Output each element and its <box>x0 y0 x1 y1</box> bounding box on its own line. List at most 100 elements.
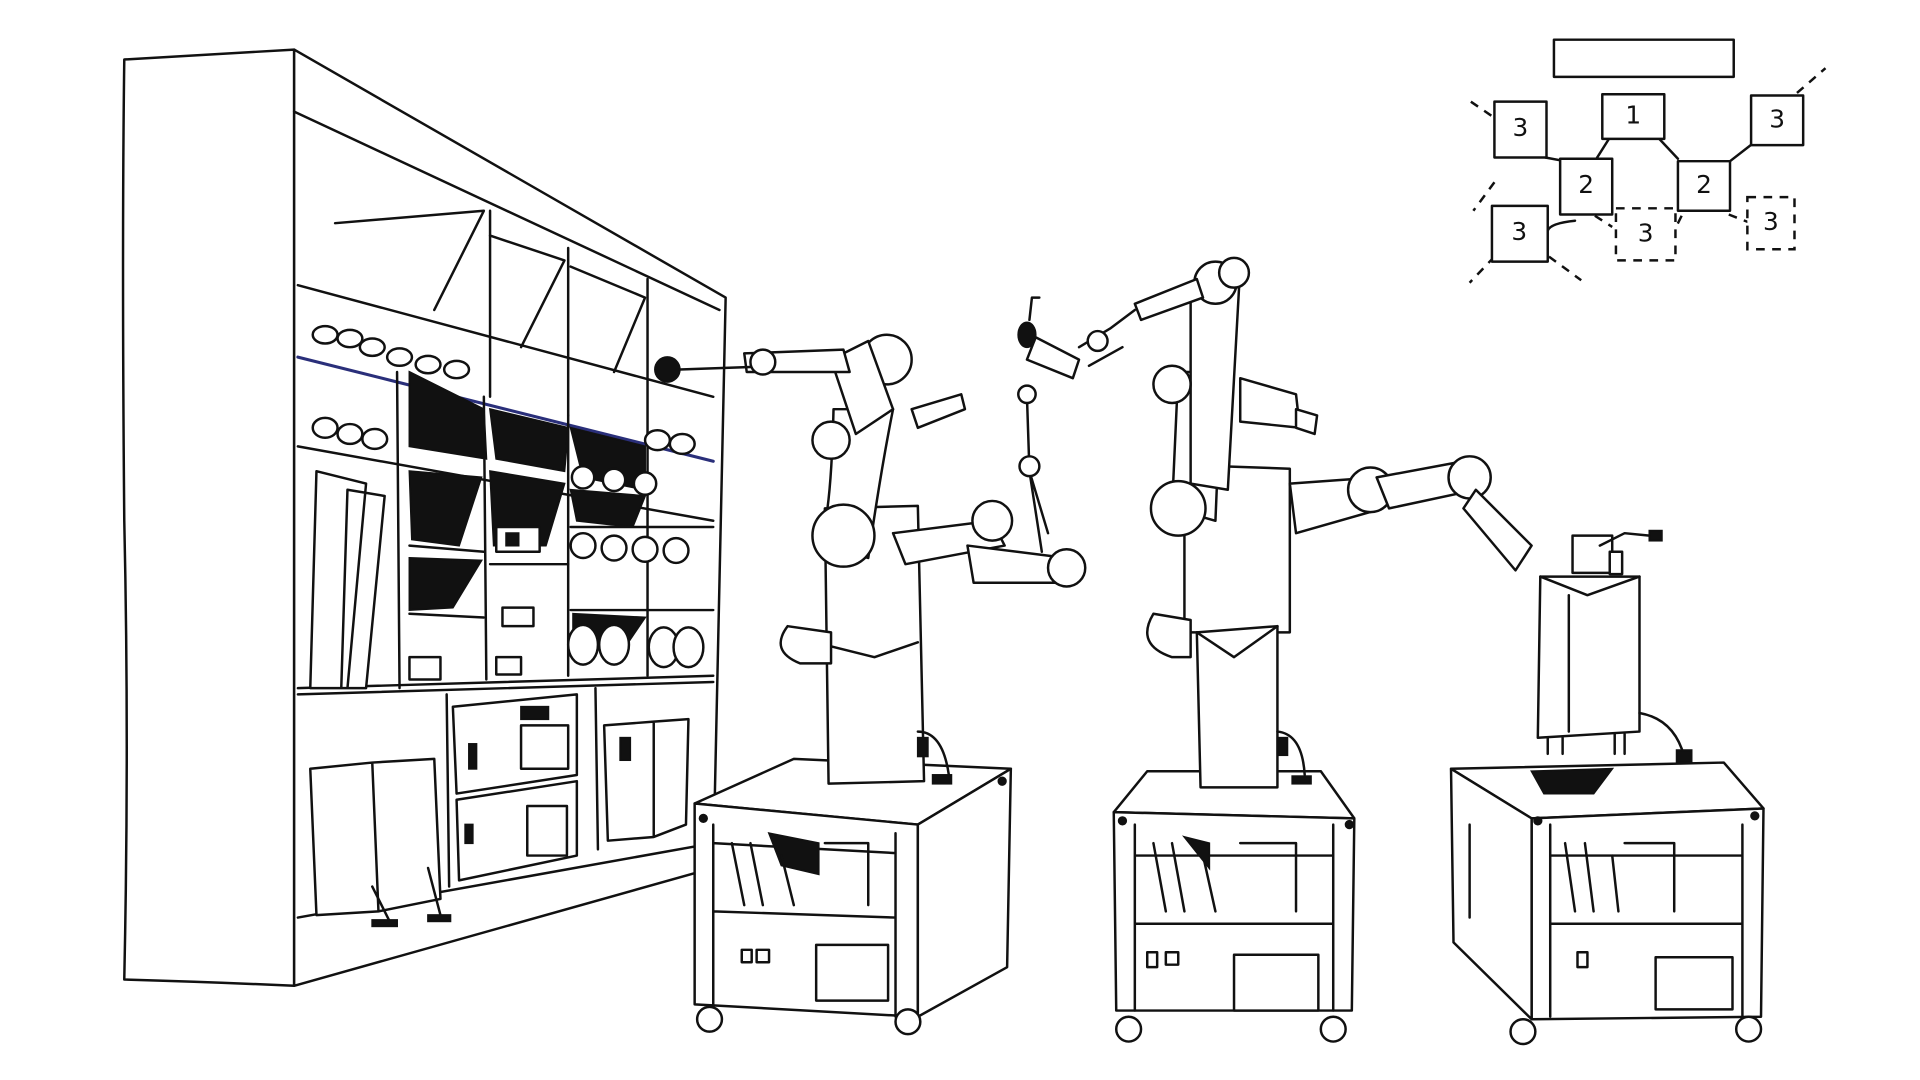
sketch-stroke <box>916 730 951 777</box>
sketch-stroke <box>570 464 596 490</box>
sketch-stroke <box>755 948 771 964</box>
sketch-stroke <box>395 370 649 690</box>
sketch-stroke <box>1654 956 1734 1011</box>
sketch-stroke <box>1114 1015 1143 1043</box>
sketch-stroke <box>1319 1015 1347 1043</box>
sketch-stroke <box>1734 1015 1763 1043</box>
node-label: 3 <box>1763 207 1779 236</box>
sketch-stroke <box>814 943 890 1002</box>
sketch-stroke <box>811 503 876 568</box>
sketch-stroke <box>1539 575 1641 597</box>
shelving-unit <box>121 48 727 988</box>
sketch-stroke <box>1195 624 1279 789</box>
node-1: 1 <box>1601 92 1666 141</box>
sketch-stroke <box>1294 407 1319 436</box>
sketch-stroke <box>1133 823 1335 1012</box>
sketch-stroke <box>333 209 647 374</box>
node-3-top-left: 3 <box>1493 100 1548 159</box>
sketch-stroke <box>1447 455 1492 500</box>
sketch-stroke <box>730 841 870 907</box>
sketch-stroke <box>1536 575 1641 740</box>
sketch-stroke <box>632 471 658 496</box>
sketch-stroke <box>505 532 520 547</box>
sketch-stroke <box>823 641 920 659</box>
sketch-stroke <box>931 774 953 785</box>
sketch-stroke <box>309 469 386 690</box>
sketch-stroke <box>1018 455 1041 478</box>
sketch-stroke <box>1601 92 1666 141</box>
sketch-stroke <box>1276 730 1306 777</box>
sketch-stroke <box>1614 207 1677 262</box>
node-3-bottom-left: 3 <box>1490 204 1549 263</box>
sketch-stroke <box>427 914 452 923</box>
sketch-stroke <box>488 209 649 436</box>
sketch-stroke <box>442 359 471 380</box>
sketch-stroke <box>311 324 339 345</box>
sketch-stroke <box>1608 550 1624 576</box>
sketch-stroke <box>1598 531 1651 547</box>
sketch-stroke <box>526 804 569 857</box>
sketch-stroke <box>740 948 753 964</box>
sketch-stroke <box>296 355 715 463</box>
sketch-stroke <box>779 624 833 665</box>
sketch-stroke <box>1133 277 1205 322</box>
sketch-stroke <box>698 813 708 824</box>
sketch-stroke <box>1181 835 1211 871</box>
sketch-stroke <box>600 534 628 562</box>
node-label: 1 <box>1625 101 1641 130</box>
sketch-stroke <box>336 422 364 446</box>
sketch-stroke <box>654 356 681 383</box>
sketch-stroke <box>1468 823 1744 1019</box>
sketch-stroke <box>1238 376 1301 430</box>
sketch-stroke <box>1046 548 1087 588</box>
sketch-stroke <box>371 919 398 928</box>
sketch-stroke <box>1544 136 1754 232</box>
sketch-stroke <box>601 467 627 493</box>
node-label: 3 <box>1511 217 1527 246</box>
sketch-stroke <box>1291 775 1312 785</box>
sketch-stroke <box>631 535 659 563</box>
sketch-stroke <box>1493 100 1548 159</box>
sketch-stroke <box>1468 67 1827 284</box>
diagram-title-box <box>1552 38 1735 79</box>
sketch-stroke <box>643 429 672 452</box>
sketch-stroke <box>1344 819 1354 830</box>
node-label: 3 <box>1513 113 1529 142</box>
sketch-stroke <box>1462 488 1533 572</box>
sketch-stroke <box>997 776 1007 786</box>
sketch-stroke <box>501 606 535 628</box>
sketch-stroke <box>672 626 705 669</box>
sketch-stroke <box>296 680 715 696</box>
sketch-stroke <box>811 420 851 461</box>
sketch-stroke <box>1490 204 1549 263</box>
sketch-stroke <box>1276 736 1289 757</box>
sketch-stroke <box>408 655 442 681</box>
sketch-stroke <box>408 470 647 547</box>
sketch-stroke <box>1576 951 1589 969</box>
sketch-stroke <box>566 623 600 666</box>
sketch-stroke <box>311 416 339 439</box>
sketch-stroke <box>414 354 442 375</box>
sketch-stroke <box>385 347 414 368</box>
sketch-stroke <box>1676 159 1732 213</box>
sketch-stroke <box>916 736 929 758</box>
sketch-stroke <box>1746 195 1796 251</box>
sketch-stroke <box>371 866 442 926</box>
sketch-stroke <box>1195 624 1279 659</box>
sketch-stroke <box>894 1008 922 1036</box>
sketch-stroke <box>1533 816 1543 826</box>
sketch-stroke <box>358 337 386 358</box>
sketch-stroke <box>464 823 474 845</box>
sketch-stroke <box>292 110 721 312</box>
robot-1-torso <box>823 504 926 785</box>
node-label: 3 <box>1638 218 1654 247</box>
node-label: 2 <box>1578 170 1594 199</box>
sketch-stroke <box>1149 479 1207 537</box>
sketch-stroke <box>336 328 364 349</box>
shelf-bins <box>309 693 690 928</box>
node-label: 3 <box>1769 104 1785 133</box>
robot-1 <box>654 333 1087 785</box>
sketch-stroke <box>408 525 715 619</box>
sketch-stroke <box>1017 321 1037 349</box>
sketch-stroke <box>1117 816 1128 826</box>
